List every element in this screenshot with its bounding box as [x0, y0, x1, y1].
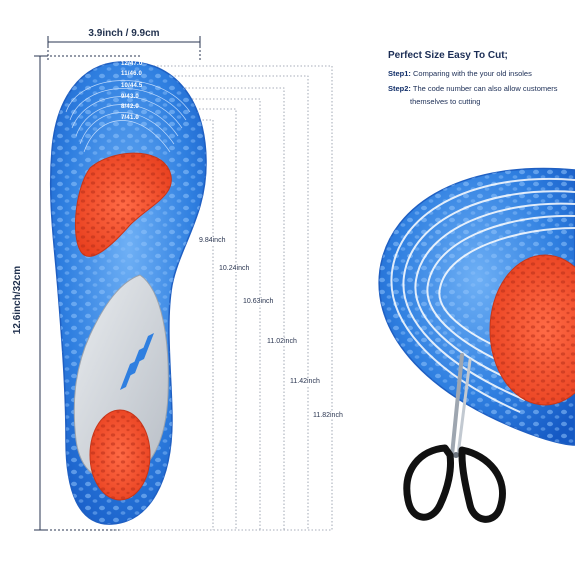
scissors-icon: [403, 353, 506, 523]
step2-text: The code number can also allow customers: [412, 84, 558, 93]
length-mark: 10.24inch: [218, 265, 251, 272]
length-mark: 11.42inch: [289, 378, 321, 385]
insole-top-view: [49, 61, 207, 525]
size-mark: 10/44.5: [121, 83, 143, 89]
step1: Step1: Comparing with the your old insol…: [388, 67, 532, 80]
length-dimension-line: [34, 55, 140, 531]
length-mark: 11.82inch: [312, 412, 344, 419]
info-title: Perfect Size Easy To Cut;: [388, 50, 508, 61]
length-mark: 11.02inch: [266, 338, 298, 345]
step2: Step2: The code number can also allow cu…: [388, 82, 558, 95]
step1-text: Comparing with the your old insoles: [413, 69, 532, 78]
length-label: 12.6inch/32cm: [12, 265, 23, 335]
size-mark: 9/43.0: [121, 94, 139, 100]
size-mark: 11/46.0: [121, 71, 143, 77]
size-mark: 7/41.0: [121, 115, 139, 121]
step2-continued: themselves to cutting: [410, 97, 481, 106]
size-mark: 12/47.0: [121, 61, 143, 67]
insole-closeup: [378, 167, 575, 446]
length-mark: 9.84inch: [198, 237, 227, 244]
width-label: 3.9inch / 9.9cm: [88, 28, 160, 39]
size-mark: 8/42.0: [121, 104, 139, 110]
length-mark: 10.63inch: [242, 298, 275, 305]
step2-label: Step2:: [388, 84, 411, 93]
step1-label: Step1:: [388, 69, 411, 78]
width-dimension-line: [47, 36, 201, 60]
